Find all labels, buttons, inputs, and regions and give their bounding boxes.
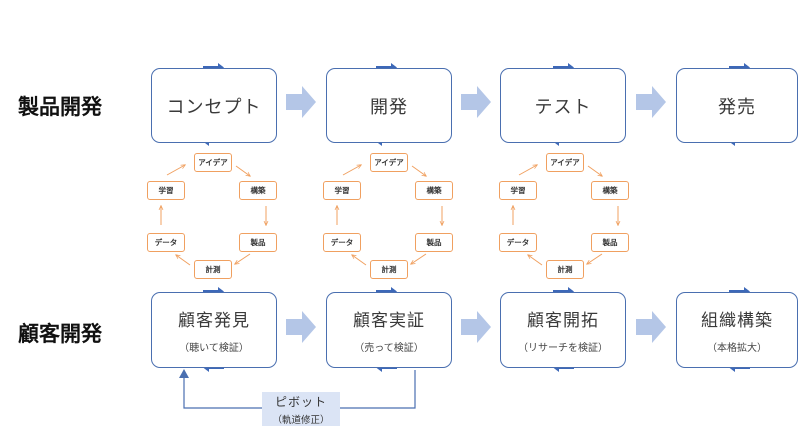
cycle-arrows bbox=[513, 165, 618, 266]
cycle-node-build: 構築 bbox=[239, 181, 277, 200]
arrow-dev-to-test bbox=[461, 86, 491, 118]
arrow-discovery-to-validation bbox=[286, 311, 316, 343]
cycle-arrows bbox=[337, 165, 442, 266]
step-title: 発売 bbox=[718, 96, 756, 118]
pivot-title: ピボット bbox=[274, 394, 327, 409]
step-customer-creation: 顧客開拓 （リサーチを検証） bbox=[500, 292, 626, 368]
step-title: テスト bbox=[534, 96, 592, 118]
step-customer-discovery: 顧客発見 （聴いて検証） bbox=[151, 292, 277, 368]
cycle-node-data: データ bbox=[147, 233, 185, 252]
cycle-node-idea: アイデア bbox=[546, 153, 584, 172]
cycle-node-measure: 計測 bbox=[370, 260, 408, 279]
step-title: 組織構築 bbox=[701, 311, 773, 331]
pivot-subtitle: （軌道修正） bbox=[272, 414, 330, 426]
arrow-concept-to-dev bbox=[286, 86, 316, 118]
step-subtitle: （本格拡大） bbox=[707, 343, 767, 354]
pivot-arrowhead bbox=[179, 369, 189, 378]
cycle-arrows bbox=[161, 165, 266, 266]
cycle-node-build: 構築 bbox=[591, 181, 629, 200]
cycle-node-learn: 学習 bbox=[499, 181, 537, 200]
step-subtitle: （聴いて検証） bbox=[179, 343, 249, 354]
cycle-node-build: 構築 bbox=[415, 181, 453, 200]
arrow-validation-to-creation bbox=[461, 311, 491, 343]
cycle-node-product: 製品 bbox=[591, 233, 629, 252]
step-title: 顧客開拓 bbox=[527, 311, 599, 331]
cycle-node-measure: 計測 bbox=[546, 260, 584, 279]
step-title: 開発 bbox=[370, 96, 408, 118]
step-launch: 発売 bbox=[676, 68, 798, 143]
cycle-node-data: データ bbox=[323, 233, 361, 252]
step-development: 開発 bbox=[326, 68, 452, 143]
step-customer-validation: 顧客実証 （売って検証） bbox=[326, 292, 452, 368]
step-title: 顧客実証 bbox=[353, 311, 425, 331]
step-title: コンセプト bbox=[166, 96, 262, 118]
step-subtitle: （リサーチを検証） bbox=[518, 343, 608, 354]
cycle-node-learn: 学習 bbox=[147, 181, 185, 200]
arrow-test-to-launch bbox=[636, 86, 666, 118]
cycle-node-product: 製品 bbox=[239, 233, 277, 252]
product-development-label: 製品開発 bbox=[18, 95, 102, 119]
cycle-node-data: データ bbox=[499, 233, 537, 252]
cycle-node-measure: 計測 bbox=[194, 260, 232, 279]
cycle-node-product: 製品 bbox=[415, 233, 453, 252]
step-company-building: 組織構築 （本格拡大） bbox=[676, 292, 798, 368]
pivot-label: ピボット （軌道修正） bbox=[262, 392, 340, 426]
cycle-node-idea: アイデア bbox=[194, 153, 232, 172]
arrow-creation-to-building bbox=[636, 311, 666, 343]
step-concept: コンセプト bbox=[151, 68, 277, 143]
cycle-node-idea: アイデア bbox=[370, 153, 408, 172]
step-title: 顧客発見 bbox=[178, 311, 250, 331]
cycle-node-learn: 学習 bbox=[323, 181, 361, 200]
step-subtitle: （売って検証） bbox=[354, 343, 424, 354]
customer-development-label: 顧客開発 bbox=[18, 322, 102, 346]
step-test: テスト bbox=[500, 68, 626, 143]
